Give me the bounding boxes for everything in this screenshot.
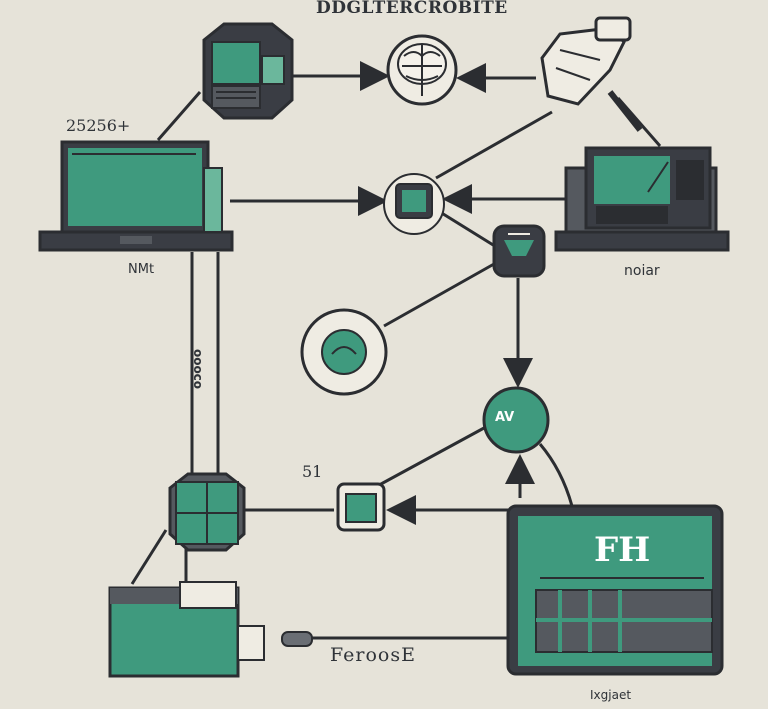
link-robot-hub: [435, 110, 553, 180]
bottom-label: FeroosE: [330, 644, 416, 666]
screen-caption-label: Ixgjaet: [590, 688, 632, 702]
middle-left-label: 51: [302, 462, 323, 481]
server-cube-icon: [202, 22, 294, 120]
cloud-circle-icon: [300, 308, 388, 396]
link-server-laptop: [156, 91, 202, 141]
monitor-label: noiar: [624, 263, 660, 279]
laptop-label: NMt: [128, 262, 155, 277]
plug-icon: [281, 631, 313, 647]
green-node-icon: [482, 386, 550, 454]
robot-arm-icon: [540, 16, 643, 132]
router-node-icon: [492, 224, 546, 278]
vertical-line-label: oooco: [191, 348, 206, 390]
link-center-box: [130, 529, 168, 585]
link-node-cloud: [383, 262, 495, 328]
link-green-screen: [538, 443, 574, 507]
dashboard-screen-icon: [506, 504, 724, 676]
connector-lines: [130, 61, 662, 640]
link-green-hub2: [369, 426, 485, 492]
laptop-left-icon: [38, 140, 234, 252]
screen-glyph-label: FH: [594, 530, 651, 570]
center-left-node-icon: [168, 472, 246, 552]
switch-hub-bottom-icon: [336, 482, 386, 532]
desktop-monitor-icon: [554, 146, 730, 252]
link-robot-monitor: [616, 97, 662, 147]
brain-icon: [386, 34, 458, 106]
storage-box-icon: [108, 581, 265, 678]
top-left-label: 25256+: [66, 116, 131, 135]
switch-hub-icon: [383, 173, 445, 235]
link-hub-node: [439, 210, 499, 250]
diagram-title: DDGLTERCROBITE: [316, 0, 508, 18]
green-node-label: AV: [495, 410, 515, 425]
